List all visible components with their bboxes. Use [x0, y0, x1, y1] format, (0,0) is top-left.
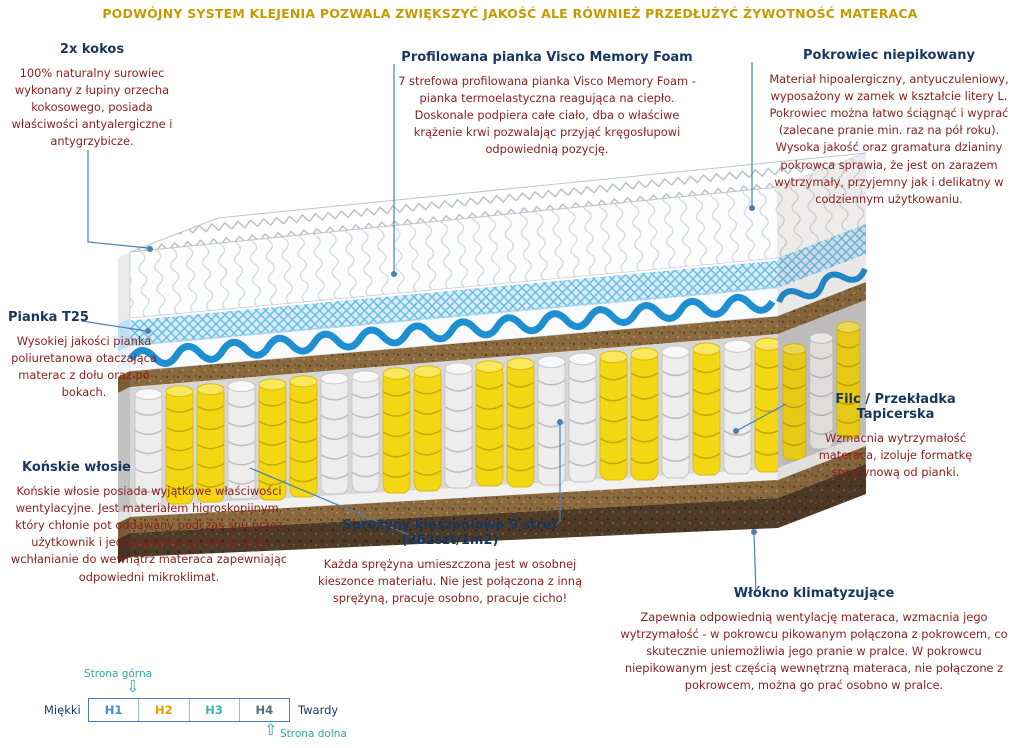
visco-blue-layer — [129, 257, 779, 346]
annotation-sprezyny-title: Sprężyny kieszeniowe 9 stref (262szt/1m2… — [342, 518, 558, 548]
arrow-down-icon: ⇩ — [126, 677, 140, 696]
hard-label: Twardy — [298, 703, 339, 717]
annotation-sprezyny: Sprężyny kieszeniowe 9 stref (262szt/1m2… — [303, 518, 597, 607]
pocket-springs — [130, 334, 783, 508]
hardness-levels: H1 H2 H3 H4 — [88, 698, 290, 722]
coir-layer-top — [130, 316, 778, 387]
bottom-side-label: Strona dolna — [280, 728, 347, 740]
annotation-konskie-wlosie-body: Końskie włosie posiada wyjątkowe właściw… — [10, 484, 288, 584]
annotation-kokos: 2x kokos 100% naturalny surowiec wykonan… — [4, 42, 180, 151]
annotation-pokrowiec-title: Pokrowiec niepikowany — [803, 48, 975, 63]
annotation-kokos-body: 100% naturalny surowiec wykonany z łupin… — [11, 66, 173, 149]
annotation-kokos-title: 2x kokos — [59, 42, 125, 57]
annotation-pianka-t25-title: Pianka T25 — [8, 310, 89, 325]
soft-label: Miękki — [44, 703, 81, 717]
top-banner: PODWÓJNY SYSTEM KLEJENIA POZWALA ZWIĘKSZ… — [102, 6, 918, 21]
annotation-filc: Filc / Przekładka Tapicerska Wzmacnia wy… — [808, 392, 983, 481]
annotation-filc-title: Filc / Przekładka Tapicerska — [835, 392, 956, 422]
annotation-visco: Profilowana pianka Visco Memory Foam 7 s… — [398, 50, 696, 159]
annotation-wlokno: Włókno klimatyzujące Zapewnia odpowiedni… — [612, 586, 1016, 695]
hardness-level-h3: H3 — [188, 699, 239, 721]
hardness-level-h1: H1 — [104, 703, 123, 717]
base-layer — [130, 498, 778, 557]
hardness-level-h4: H4 — [238, 699, 289, 721]
annotation-pokrowiec-body: Materiał hipoalergiczny, antyuczuleniowy… — [769, 72, 1009, 206]
annotation-visco-title: Profilowana pianka Visco Memory Foam — [401, 50, 693, 65]
annotation-konskie-wlosie: Końskie włosie Końskie włosie posiada wy… — [0, 460, 298, 586]
coir-layer-bottom — [130, 480, 778, 533]
hardness-level-h2: H2 — [138, 699, 188, 721]
top-side-label: Strona górna — [84, 668, 153, 680]
annotation-sprezyny-body: Każda sprężyna umieszczona jest w osobne… — [318, 557, 582, 606]
callout-dots — [145, 205, 757, 544]
annotation-pokrowiec: Pokrowiec niepikowany Materiał hipoalerg… — [762, 48, 1016, 208]
hardness-scale: Strona górna ⇩ Miękki H1 H2 H3 H4 Twardy… — [40, 664, 370, 748]
annotation-konskie-wlosie-title: Końskie włosie — [22, 460, 131, 475]
callout-lines — [81, 62, 787, 593]
annotation-filc-body: Wzmacnia wytrzymałość materaca, izoluje … — [818, 431, 973, 480]
annotation-wlokno-body: Zapewnia odpowiednią wentylację materaca… — [620, 610, 1008, 693]
mattress-right-end — [776, 153, 868, 528]
annotation-wlokno-title: Włókno klimatyzujące — [733, 586, 895, 601]
annotation-pianka-t25: Pianka T25 Wysokiej jakości pianka poliu… — [0, 310, 168, 401]
annotation-visco-body: 7 strefowa profilowana pianka Visco Memo… — [398, 74, 696, 157]
arrow-up-icon: ⇧ — [264, 720, 278, 739]
annotation-pianka-t25-body: Wysokiej jakości pianka poliuretanowa ot… — [11, 334, 157, 400]
